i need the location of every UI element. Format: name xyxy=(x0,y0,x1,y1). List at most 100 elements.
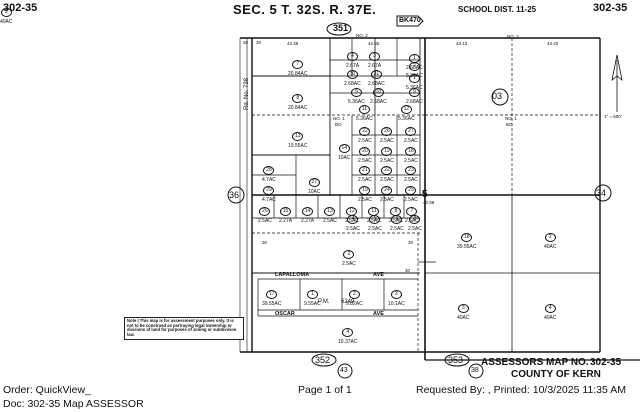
parcel-area: 10.37AC xyxy=(338,339,358,345)
parcel-area: 40AC xyxy=(457,315,470,321)
dimension: BO xyxy=(506,122,513,127)
parcel-area: 10AC xyxy=(308,189,321,195)
parcel-area: 2.5AC xyxy=(323,218,337,224)
parcel-number: 3 xyxy=(457,304,469,313)
parcel-area: 20.84AC xyxy=(288,71,308,77)
parcel-number: 18 xyxy=(461,233,473,242)
parcel-number: 6 xyxy=(391,215,403,224)
parcel-area: 5.36AC xyxy=(356,116,373,122)
parcel: 11 5.36AC xyxy=(356,97,373,122)
parcel-number: 9 xyxy=(350,88,362,97)
parcel-number: 3 xyxy=(390,290,402,299)
book-tag: BK470 xyxy=(399,17,421,24)
parcel-area: 2.27A xyxy=(301,218,315,224)
adjoining-map-bottom-left-2: 43 xyxy=(340,367,348,374)
doc-label: Doc: 302-35 Map ASSESSOR xyxy=(3,398,144,410)
parcel-area: 2.68AC xyxy=(370,99,387,105)
parcel-number: 17 xyxy=(266,290,278,299)
parcel-map-number: 6249 xyxy=(341,299,355,305)
road-name: Rd. No. 738 xyxy=(244,77,250,110)
parcel-number: 15 xyxy=(280,207,292,216)
parcel-area: 2.27A xyxy=(279,218,293,224)
parcel-number: 28 xyxy=(263,166,275,175)
parcel-area: 2.68AC xyxy=(344,81,361,87)
dimension: 30 xyxy=(405,268,411,273)
parcel-number: 2 xyxy=(544,233,556,242)
parcel-area: 2.5AC xyxy=(404,197,418,203)
dimension: NO. 2 xyxy=(356,33,368,38)
parcel-number: 21 xyxy=(359,166,371,175)
parcel-number: 30 xyxy=(346,70,358,79)
parcel: 17 39.55AC xyxy=(262,282,281,307)
parcel-area: 40AC xyxy=(0,19,13,25)
parcel-area: 2.68AC xyxy=(406,99,423,105)
parcel: 3 40AC xyxy=(0,0,13,25)
dimension: 42.39 xyxy=(287,41,299,46)
parcel-area: 39.55AC xyxy=(262,301,282,307)
parcel-number: 11 xyxy=(358,105,370,114)
parcel-area: 40AC xyxy=(544,315,557,321)
map-number-right: 302-35 xyxy=(593,2,628,14)
parcel-area: 2.5AC xyxy=(258,218,272,224)
map-scale: 1" = 600' xyxy=(604,114,622,119)
parcel-number: 10 xyxy=(372,88,384,97)
parcel-area: 2.5AC xyxy=(390,226,404,232)
parcel-area: 2.5AC xyxy=(358,138,372,144)
parcel-area: 19.55AC xyxy=(288,143,308,149)
adjoining-map-bottom-right: 353 xyxy=(448,355,464,365)
parcel-number: 2 xyxy=(343,250,355,259)
parcel-area: 10.1AC xyxy=(388,301,405,307)
parcel-area: 2.5AC xyxy=(358,177,372,183)
block-label: 03 xyxy=(492,91,503,101)
parcel-area: 39.55AC xyxy=(457,244,477,250)
parcel-number: 14 xyxy=(302,207,314,216)
dimension: NO. 2 xyxy=(507,34,519,39)
parcel-number: 13 xyxy=(292,132,304,141)
dimension: 43.40 xyxy=(547,41,559,46)
parcel-area: 2.5AC xyxy=(404,158,418,164)
dimension: NO. 1 xyxy=(333,116,345,121)
parcel: 15 2.27A xyxy=(279,199,292,224)
parcel: 20 2.5AC xyxy=(358,139,372,164)
assessment-notice: Note | This map is for assessment purpos… xyxy=(124,317,244,340)
parcel-number: 8 xyxy=(292,94,304,103)
parcel-number: 14 xyxy=(338,144,350,153)
parcel: 6 2.5AC xyxy=(390,207,404,232)
parcel-area: 2.5AC xyxy=(408,226,422,232)
parcel-number: 4 xyxy=(544,304,556,313)
parcel-area: 2.5AC xyxy=(358,158,372,164)
street-name: LAPALLOMA xyxy=(275,272,310,278)
section-title: SEC. 5 T. 32S. R. 37E. xyxy=(233,2,377,17)
parcel-number: 20 xyxy=(359,147,371,156)
parcel-number: 26 xyxy=(259,207,271,216)
parcel: 30 2.68AC xyxy=(344,62,361,87)
assessors-map-number: 302-35 xyxy=(590,357,622,368)
adjoining-map-left: 36 xyxy=(229,190,240,200)
parcel-number: 25 xyxy=(405,186,417,195)
parcel-area: 10AC xyxy=(338,155,351,161)
parcel-number: 18 xyxy=(405,147,417,156)
parcel-number: 22 xyxy=(381,166,393,175)
parcel-number: 3 xyxy=(0,8,12,17)
adjoining-map-bottom-right-2: 38 xyxy=(471,367,479,374)
parcel-number: 4 xyxy=(347,52,359,61)
parcel-number: 5 xyxy=(369,215,381,224)
parcel: 4 40AC xyxy=(544,296,557,321)
parcel-number: 29 xyxy=(263,186,275,195)
